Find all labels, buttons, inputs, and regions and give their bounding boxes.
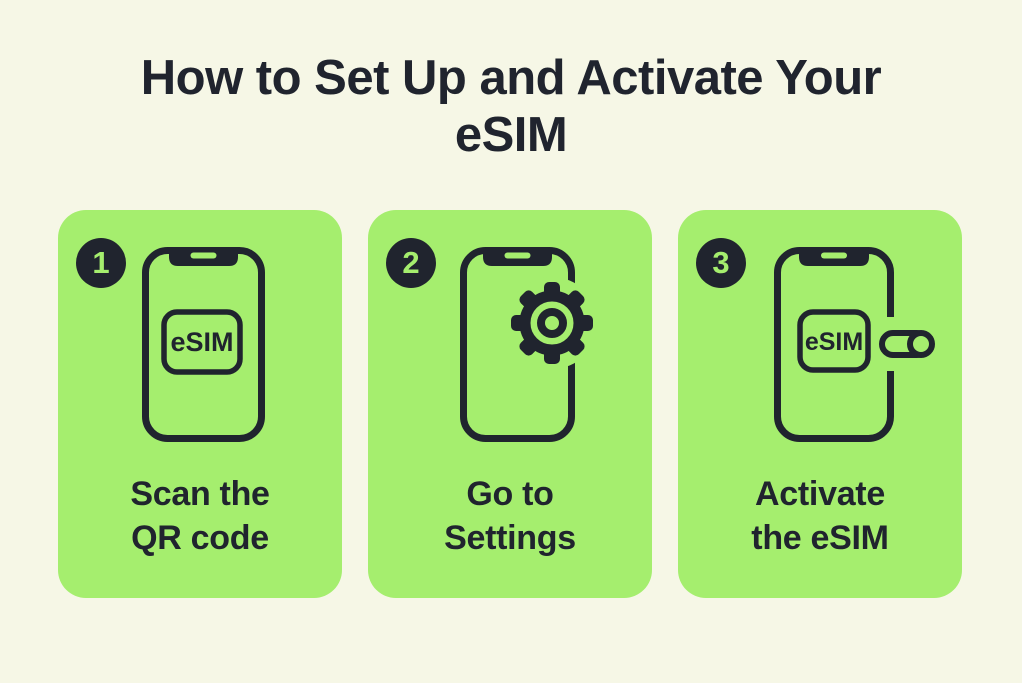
step-caption: Activate the eSIM: [751, 475, 889, 557]
page-title-line2: eSIM: [454, 108, 568, 162]
step-card-activate-esim: 3 eSIM Activate the eSIM: [678, 210, 962, 598]
gear-icon: [506, 277, 598, 369]
esim-box: [161, 309, 243, 375]
step-caption: Go to Settings: [444, 475, 576, 557]
phone-esim-icon: eSIM: [58, 236, 343, 448]
gear-center-hole: [537, 308, 567, 338]
esim-box-label: eSIM: [805, 328, 863, 356]
phone-esim-toggle-icon: eSIM: [678, 236, 963, 448]
esim-box-label: eSIM: [170, 327, 233, 357]
step-caption: Scan the QR code: [130, 475, 270, 557]
step-card-scan-qr: 1 eSIM Scan the QR code: [58, 210, 342, 598]
speaker-slot: [190, 252, 217, 259]
step-number-badge: 1: [76, 238, 126, 288]
step-number-badge: 3: [696, 238, 746, 288]
speaker-slot: [504, 252, 531, 259]
page-title-line1: How to Set Up and Activate Your: [140, 51, 882, 105]
toggle-knob: [907, 330, 935, 358]
speaker-slot: [821, 252, 847, 259]
esim-box: [797, 309, 871, 373]
page-title: How to Set Up and Activate Your eSIM: [0, 0, 1022, 164]
step-card-go-to-settings: 2: [368, 210, 652, 598]
step-number-badge: 2: [386, 238, 436, 288]
toggle-icon: [872, 317, 950, 371]
steps-row: 1 eSIM Scan the QR code 2: [58, 210, 962, 598]
phone-settings-gear-icon: [368, 236, 653, 448]
